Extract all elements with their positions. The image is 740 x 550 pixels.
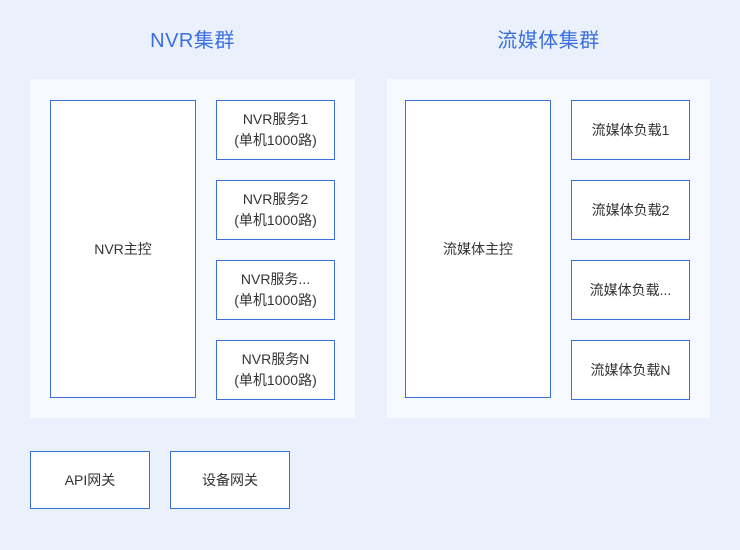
node-label-primary: NVR服务N [241,351,310,367]
node-box-media-1[interactable]: 流媒体负载1 [571,100,690,160]
gateway-box-api[interactable]: API网关 [30,451,150,509]
node-label-secondary: (单机1000路) [234,292,317,308]
master-node-label: NVR主控 [94,241,152,257]
node-label-primary: 流媒体负载... [589,281,672,298]
master-node-media[interactable]: 流媒体主控 [405,100,551,398]
node-box-media-n[interactable]: 流媒体负载N [571,340,690,400]
node-box-media-2[interactable]: 流媒体负载2 [571,180,690,240]
node-label-primary: NVR服务... [240,271,311,287]
node-box-nvr-n[interactable]: NVR服务N (单机1000路) [216,340,335,400]
node-box-nvr-2[interactable]: NVR服务2 (单机1000路) [216,180,335,240]
node-label-primary: 流媒体负载2 [591,201,670,218]
node-box-media-ellipsis[interactable]: 流媒体负载... [571,260,690,320]
node-label-primary: NVR服务1 [242,111,309,127]
node-list-media: 流媒体负载1 流媒体负载2 流媒体负载... 流媒体负载N [571,100,690,400]
node-label-primary: NVR服务2 [242,191,309,207]
node-label-secondary: (单机1000路) [234,212,317,228]
master-node-nvr[interactable]: NVR主控 [50,100,196,398]
node-label-primary: 流媒体负载N [590,361,671,378]
node-box-nvr-1[interactable]: NVR服务1 (单机1000路) [216,100,335,160]
node-box-nvr-ellipsis[interactable]: NVR服务... (单机1000路) [216,260,335,320]
node-list-nvr: NVR服务1 (单机1000路) NVR服务2 (单机1000路) NVR服务.… [216,100,335,400]
cluster-title-media: 流媒体集群 [497,30,600,52]
master-node-label: 流媒体主控 [443,241,513,257]
node-label-primary: 流媒体负载1 [591,121,670,138]
cluster-panel-nvr: NVR主控 NVR服务1 (单机1000路) NVR服务2 (单机1000路) … [30,79,355,418]
gateway-label: 设备网关 [202,472,258,488]
cluster-title-nvr: NVR集群 [150,30,235,52]
gateway-box-device[interactable]: 设备网关 [170,451,290,509]
node-label-secondary: (单机1000路) [234,132,317,148]
cluster-panel-media: 流媒体主控 流媒体负载1 流媒体负载2 流媒体负载... 流媒体负载N [387,79,710,418]
gateway-label: API网关 [64,472,116,488]
node-label-secondary: (单机1000路) [234,372,317,388]
